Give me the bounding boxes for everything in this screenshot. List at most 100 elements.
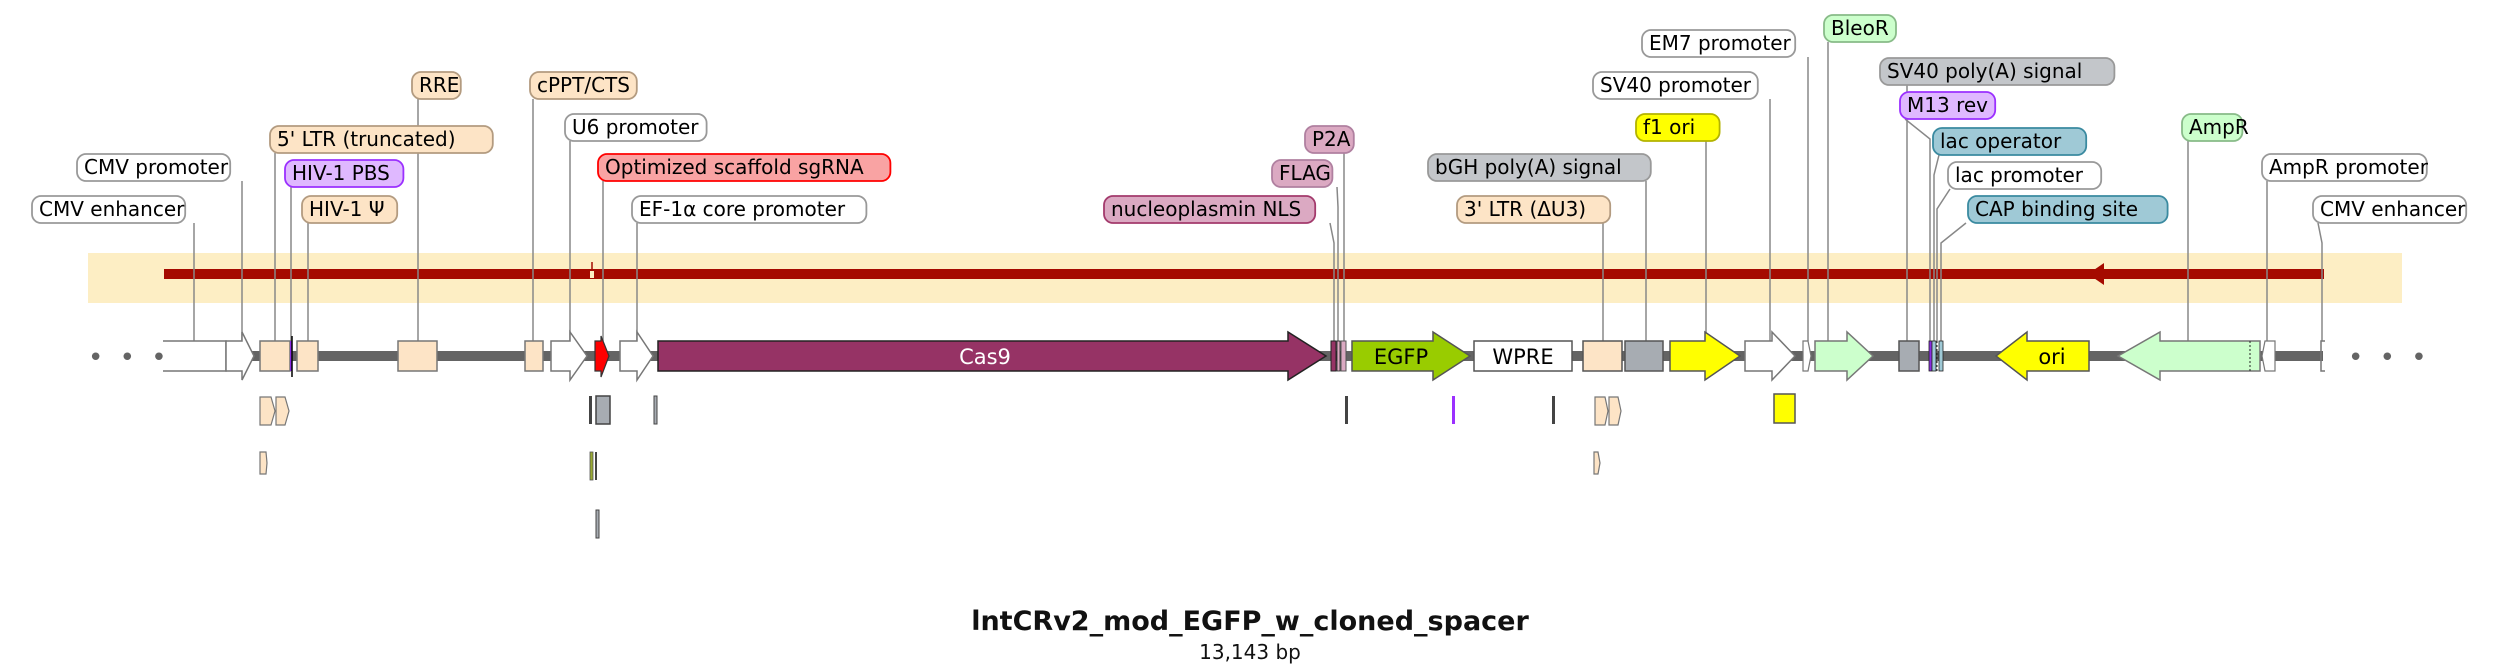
orf-track xyxy=(88,253,2402,303)
feature-hiv1-psi[interactable] xyxy=(296,340,319,372)
feature-label-text: Optimized scaffold sgRNA xyxy=(605,155,864,179)
feature-cmv-promoter[interactable] xyxy=(225,331,255,381)
feature-label[interactable]: HIV-1 PBS xyxy=(284,159,405,188)
feature-label[interactable]: cPPT/CTS xyxy=(529,71,638,100)
feature-sgrna-scaffold[interactable] xyxy=(594,335,610,378)
feature-cmv-enhancer-2[interactable] xyxy=(2320,340,2325,372)
subfeature-green-small[interactable] xyxy=(589,451,594,481)
leader-line xyxy=(1933,154,1940,341)
feature-ampr[interactable] xyxy=(2116,330,2261,382)
feature-label-box xyxy=(2312,195,2468,224)
feature-label-box xyxy=(1641,29,1797,58)
feature-3-ltr[interactable] xyxy=(1582,340,1623,372)
feature-ori[interactable] xyxy=(1994,330,2090,382)
feature-label[interactable]: nucleoplasmin NLS xyxy=(1103,195,1317,224)
feature-label[interactable]: 3' LTR (ΔU3) xyxy=(1456,195,1612,224)
feature-label[interactable]: P2A xyxy=(1304,125,1355,154)
subfeature-yellow[interactable] xyxy=(1773,393,1796,424)
feature-label-text: RRE xyxy=(419,73,459,97)
feature-p2a[interactable] xyxy=(1340,340,1347,372)
feature-label-text: nucleoplasmin NLS xyxy=(1111,197,1301,221)
feature-labels: CMV enhancer CMV promoter 5' LTR (truncate… xyxy=(31,14,2468,224)
feature-label[interactable]: AmpR promoter xyxy=(2261,153,2429,182)
feature-ef1a-promoter[interactable] xyxy=(619,329,654,383)
feature-label-box xyxy=(1823,14,1897,43)
subfeature-3ltr-u5[interactable] xyxy=(1608,396,1622,426)
subfeature-3ltr-small[interactable] xyxy=(1593,451,1601,475)
feature-m13-rev[interactable] xyxy=(1928,340,1933,372)
subfeature-marker[interactable] xyxy=(589,396,592,424)
feature-label-text: HIV-1 Ψ xyxy=(309,197,385,221)
feature-label[interactable]: HIV-1 Ψ xyxy=(301,195,399,224)
subfeature-marker-6[interactable] xyxy=(1552,396,1555,424)
map-length: 13,143 bp xyxy=(1199,640,1301,664)
feature-f1-ori[interactable] xyxy=(1669,330,1742,382)
subfeature-ltr-u5[interactable] xyxy=(275,396,290,426)
orf-bar[interactable] xyxy=(164,269,2324,279)
feature-nls[interactable] xyxy=(1330,340,1337,372)
feature-label-box xyxy=(1899,91,1997,120)
feature-label-text: CMV enhancer xyxy=(39,197,185,221)
feature-label[interactable]: CMV enhancer xyxy=(31,195,187,224)
feature-label[interactable]: U6 promoter xyxy=(564,113,708,142)
feature-lac-operator[interactable] xyxy=(1931,340,1937,372)
feature-label[interactable]: EF-1α core promoter xyxy=(631,195,868,224)
feature-5-ltr[interactable] xyxy=(259,340,291,372)
feature-u6-promoter[interactable] xyxy=(550,329,588,383)
feature-label-box xyxy=(284,159,405,188)
feature-egfp[interactable] xyxy=(1351,330,1472,382)
leader-line xyxy=(1336,186,1339,341)
feature-label[interactable]: FLAG xyxy=(1271,159,1334,188)
feature-rre[interactable] xyxy=(397,340,438,372)
feature-label[interactable]: Optimized scaffold sgRNA xyxy=(597,153,892,182)
feature-cmv-enhancer[interactable] xyxy=(163,340,227,372)
leader-line xyxy=(1329,222,1335,341)
feature-label[interactable]: M13 rev xyxy=(1899,91,1997,120)
feature-label[interactable]: AmpR xyxy=(2181,113,2249,142)
feature-label-text: cPPT/CTS xyxy=(537,73,630,97)
feature-sv40-promoter[interactable] xyxy=(1744,330,1797,382)
feature-wpre[interactable] xyxy=(1473,340,1573,372)
feature-label[interactable]: CAP binding site xyxy=(1967,195,2169,224)
feature-label[interactable]: lac operator xyxy=(1932,127,2088,156)
feature-label[interactable]: SV40 poly(A) signal xyxy=(1879,57,2116,86)
subfeature-polya-small[interactable] xyxy=(595,395,611,425)
subfeature-marker-4[interactable] xyxy=(595,509,600,539)
feature-label[interactable]: 5' LTR (truncated) xyxy=(269,125,494,154)
subfeature-ltr-r[interactable] xyxy=(259,396,276,426)
feature-flag[interactable] xyxy=(1336,340,1341,372)
feature-sv40-polya[interactable] xyxy=(1898,340,1920,372)
feature-cap-site[interactable] xyxy=(1938,340,1944,372)
subfeature-ltr-small[interactable] xyxy=(259,451,268,475)
feature-label-text: EM7 promoter xyxy=(1649,31,1792,55)
feature-label[interactable]: SV40 promoter xyxy=(1592,71,1759,100)
feature-label[interactable]: CMV promoter xyxy=(76,153,232,182)
feature-ori-label: ori xyxy=(2038,345,2065,369)
feature-label[interactable]: lac promoter xyxy=(1947,161,2103,190)
feature-label-text: 5' LTR (truncated) xyxy=(277,127,456,151)
subfeature-marker-5[interactable] xyxy=(1345,396,1348,424)
feature-em7-promoter[interactable] xyxy=(1802,340,1812,372)
subfeature-3ltr-r[interactable] xyxy=(1594,396,1609,426)
secondary-features xyxy=(259,393,1796,539)
feature-label-box xyxy=(1635,113,1721,142)
feature-label[interactable]: EM7 promoter xyxy=(1641,29,1797,58)
feature-label[interactable]: CMV enhancer xyxy=(2312,195,2468,224)
subfeature-purple-marker[interactable] xyxy=(1452,396,1455,424)
label-leader-lines xyxy=(193,42,2323,341)
feature-hiv1-pbs[interactable] xyxy=(290,341,292,371)
feature-label[interactable]: BleoR xyxy=(1823,14,1897,43)
subfeature-marker-2[interactable] xyxy=(653,395,658,425)
feature-label-box xyxy=(31,195,187,224)
feature-label[interactable]: RRE xyxy=(411,71,462,100)
feature-bgh-polya[interactable] xyxy=(1624,340,1664,372)
feature-label[interactable]: f1 ori xyxy=(1635,113,1721,142)
feature-bleor[interactable] xyxy=(1814,330,1875,382)
subfeature-marker-3[interactable] xyxy=(595,452,597,480)
feature-cppt-cts[interactable] xyxy=(524,340,544,372)
feature-cas9[interactable] xyxy=(657,330,1328,382)
feature-ampr-promoter[interactable] xyxy=(2261,340,2276,372)
feature-label[interactable]: bGH poly(A) signal xyxy=(1427,153,1652,182)
feature-label-text: HIV-1 PBS xyxy=(292,161,390,185)
feature-label-text: U6 promoter xyxy=(572,115,699,139)
